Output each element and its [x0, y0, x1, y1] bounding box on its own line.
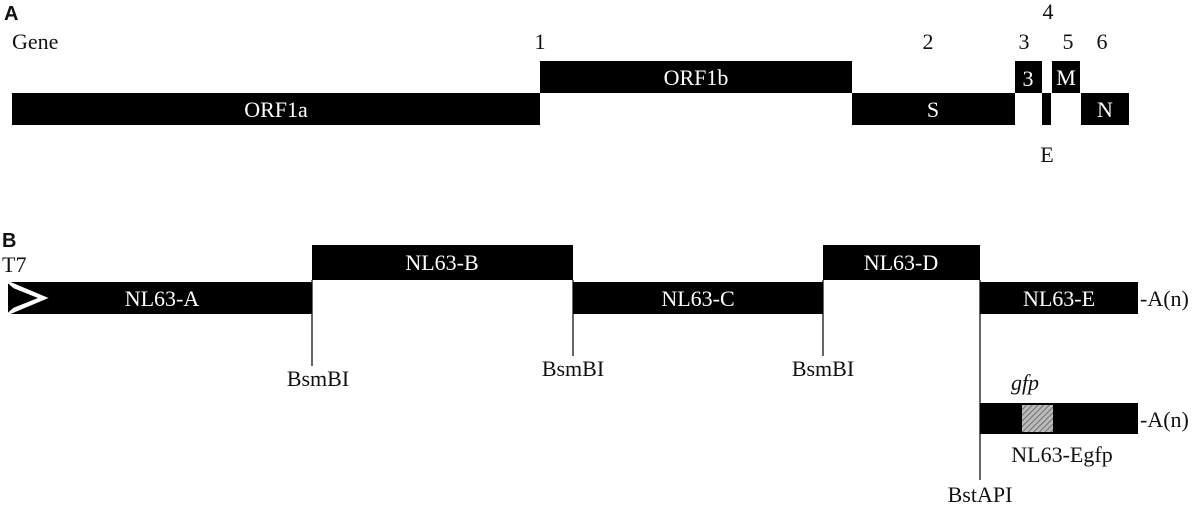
- nl63-egfp-bar: [980, 403, 1138, 434]
- nl63-d-label: NL63-D: [864, 250, 939, 275]
- m-bar: [1052, 61, 1080, 93]
- nl63-a-label: NL63-A: [125, 286, 200, 311]
- nl63-c-label: NL63-C: [661, 286, 734, 311]
- nl63-a-bar: [8, 282, 312, 314]
- nl63-e-bar: [980, 282, 1138, 314]
- orf3-bar: [1015, 61, 1042, 93]
- panel-a-label: A: [4, 3, 18, 25]
- panel-b-label: B: [2, 230, 16, 252]
- t7-promoter-arrow-inner: [8, 286, 38, 310]
- egfp-poly-a-label: -A(n): [1140, 407, 1189, 432]
- orf1a-bar: [12, 93, 540, 125]
- orf1a-label: ORF1a: [244, 97, 308, 122]
- gfp-label: gfp: [1011, 370, 1039, 395]
- gene-number-6: 6: [1097, 29, 1108, 54]
- orf3-label: 3: [1023, 66, 1034, 91]
- gene-number-5: 5: [1063, 29, 1074, 54]
- nl63-b-bar: [312, 245, 573, 280]
- gene-number-3: 3: [1019, 29, 1030, 54]
- bsmbi-site-1-label: BsmBI: [287, 366, 349, 391]
- bsmbi-site-3-label: BsmBI: [792, 356, 854, 381]
- gene-number-1: 1: [535, 29, 546, 54]
- bstapi-site-label: BstAPI: [948, 482, 1013, 507]
- n-label: N: [1097, 97, 1113, 122]
- s-label: S: [927, 97, 939, 122]
- nl63-b-label: NL63-B: [405, 250, 478, 275]
- t7-label: T7: [2, 252, 26, 277]
- gfp-insert: [1022, 405, 1053, 432]
- gene-label: Gene: [12, 29, 58, 54]
- nl63-d-bar: [823, 245, 980, 280]
- orf1b-bar: [540, 61, 852, 93]
- orf1b-label: ORF1b: [664, 65, 729, 90]
- bsmbi-site-2-label: BsmBI: [542, 356, 604, 381]
- e-label: E: [1040, 142, 1053, 167]
- poly-a-label: -A(n): [1140, 286, 1189, 311]
- s-bar: [852, 93, 1015, 125]
- nl63-e-label: NL63-E: [1023, 286, 1095, 311]
- m-label: M: [1056, 65, 1076, 90]
- nl63-c-bar: [573, 282, 823, 314]
- nl63-egfp-label: NL63-Egfp: [1011, 442, 1112, 467]
- gene-number-4: 4: [1043, 0, 1054, 24]
- gene-number-2: 2: [923, 29, 934, 54]
- n-bar: [1081, 93, 1129, 125]
- e-bar: [1042, 93, 1051, 125]
